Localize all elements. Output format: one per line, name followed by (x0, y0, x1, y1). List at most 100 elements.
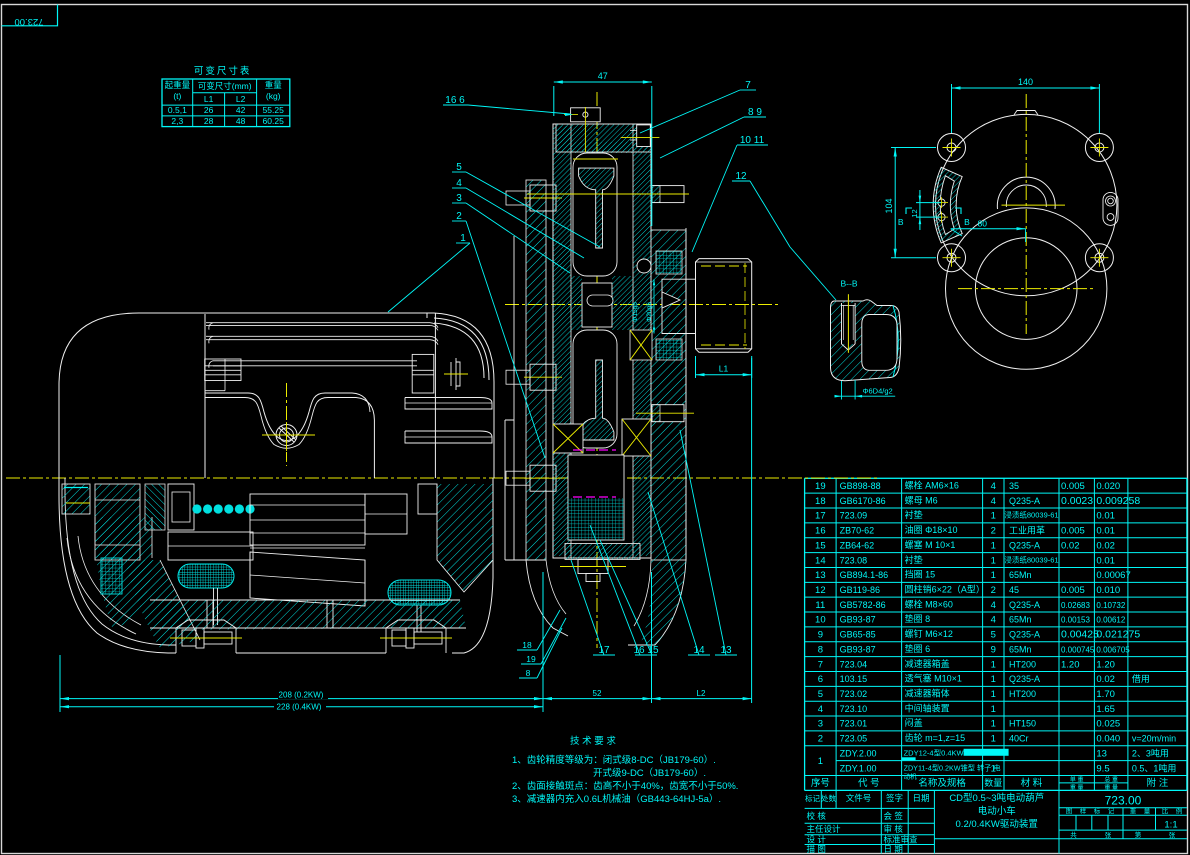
svg-text:19: 19 (526, 654, 536, 664)
svg-text:0.10732: 0.10732 (1096, 601, 1125, 610)
svg-text:可变尺寸(mm): 可变尺寸(mm) (198, 81, 252, 91)
svg-text:量: 量 (1144, 807, 1151, 815)
svg-text:校 核: 校 核 (807, 811, 827, 821)
svg-text:2: 2 (456, 211, 462, 222)
svg-text:16: 16 (815, 526, 826, 537)
svg-text:1: 1 (991, 540, 996, 551)
svg-text:10 11: 10 11 (740, 135, 765, 146)
svg-text:14: 14 (693, 645, 705, 656)
svg-text:723.01: 723.01 (840, 719, 868, 729)
svg-text:1: 1 (991, 719, 996, 730)
svg-text:GB5782-86: GB5782-86 (840, 600, 886, 610)
svg-text:重: 重 (1130, 807, 1137, 815)
svg-text:0.00153: 0.00153 (1061, 616, 1090, 625)
svg-text:设 计: 设 计 (807, 835, 827, 845)
svg-text:GB6170-86: GB6170-86 (840, 496, 886, 506)
svg-text:图: 图 (1066, 807, 1073, 815)
svg-text:723.00: 723.00 (14, 16, 43, 27)
svg-text:8: 8 (818, 644, 823, 655)
svg-text:螺钉 M6×12: 螺钉 M6×12 (905, 629, 953, 639)
svg-text:圆柱销6×22（A型）: 圆柱销6×22（A型） (905, 583, 985, 594)
svg-text:L1: L1 (204, 94, 214, 104)
svg-text:GB894.1-86: GB894.1-86 (840, 570, 889, 580)
svg-text:5: 5 (456, 162, 462, 173)
svg-text:140: 140 (1018, 77, 1033, 87)
svg-text:记: 记 (1108, 807, 1115, 815)
svg-text:0.02: 0.02 (1096, 674, 1115, 685)
svg-text:0.000745: 0.000745 (1061, 645, 1095, 654)
svg-text:第: 第 (1135, 830, 1142, 839)
svg-text:47: 47 (598, 71, 608, 81)
svg-text:1.20: 1.20 (1096, 659, 1115, 670)
svg-text:1: 1 (991, 511, 996, 522)
svg-text:开式级9-DC（JB179-60）.: 开式级9-DC（JB179-60）. (593, 767, 706, 779)
svg-text:4: 4 (991, 496, 996, 507)
svg-text:6: 6 (818, 674, 823, 685)
svg-text:ZDY12-4型0.4KW: ZDY12-4型0.4KW (904, 749, 965, 758)
svg-text:签字: 签字 (886, 793, 903, 803)
svg-text:借用: 借用 (1132, 673, 1150, 684)
svg-text:8: 8 (526, 668, 531, 678)
svg-text:5: 5 (991, 630, 996, 641)
svg-text:HT200: HT200 (1009, 659, 1036, 669)
svg-text:GB65-85: GB65-85 (840, 630, 876, 640)
svg-text:ZB70-62: ZB70-62 (840, 526, 875, 536)
svg-text:208 (0.2KW): 208 (0.2KW) (279, 691, 324, 700)
svg-text:1: 1 (991, 734, 996, 745)
svg-text:2: 2 (991, 526, 996, 537)
svg-text:(t): (t) (173, 91, 181, 101)
svg-text:日 期: 日 期 (884, 844, 903, 854)
svg-text:723.04: 723.04 (840, 659, 868, 669)
svg-text:48: 48 (236, 116, 246, 126)
svg-text:电动小车: 电动小车 (978, 805, 1016, 817)
svg-text:透气塞 M10×1: 透气塞 M10×1 (905, 673, 962, 684)
svg-text:17: 17 (815, 511, 826, 522)
svg-text:723.00: 723.00 (1105, 794, 1142, 808)
svg-text:16 15: 16 15 (633, 645, 658, 656)
svg-text:9: 9 (991, 644, 996, 655)
svg-text:螺母 M6: 螺母 M6 (905, 495, 938, 505)
svg-text:主任设计: 主任设计 (807, 824, 842, 834)
svg-text:15: 15 (815, 540, 826, 551)
svg-text:1.65: 1.65 (1096, 704, 1115, 715)
svg-text:HT200: HT200 (1009, 689, 1036, 699)
svg-text:103.15: 103.15 (840, 674, 868, 684)
svg-text:重量: 重量 (265, 80, 283, 90)
svg-text:浸渍纸80039-61: 浸渍纸80039-61 (1004, 510, 1058, 520)
svg-text:10: 10 (815, 615, 826, 626)
svg-text:垫圈 6: 垫圈 6 (905, 643, 931, 654)
svg-text:12: 12 (735, 171, 747, 182)
svg-text:B--B: B--B (841, 279, 858, 289)
svg-text:3、减速器内充入0.6L机械油（GB443-64HJ-5a）: 3、减速器内充入0.6L机械油（GB443-64HJ-5a）. (512, 793, 721, 805)
svg-text:7: 7 (745, 80, 751, 91)
svg-text:HT150: HT150 (1009, 719, 1036, 729)
svg-text:0.021275: 0.021275 (1096, 629, 1140, 641)
svg-text:油圈 Φ18×10: 油圈 Φ18×10 (905, 524, 958, 535)
svg-text:GB119-86: GB119-86 (840, 585, 880, 595)
svg-text:0.010: 0.010 (1096, 585, 1120, 596)
svg-text:减速器箱体: 减速器箱体 (905, 688, 950, 699)
svg-text:0.005: 0.005 (1061, 526, 1085, 537)
svg-text:B: B (898, 217, 904, 227)
svg-text:张: 张 (1169, 830, 1176, 839)
svg-text:序号: 序号 (811, 777, 830, 789)
svg-text:ZDY.2.00: ZDY.2.00 (840, 748, 877, 758)
svg-text:挡圈 15: 挡圈 15 (905, 569, 936, 580)
svg-text:4: 4 (991, 481, 996, 492)
svg-text:0.020: 0.020 (1096, 481, 1120, 492)
svg-text:L2: L2 (236, 94, 246, 104)
svg-text:35: 35 (1009, 481, 1019, 491)
svg-text:L2: L2 (697, 689, 706, 698)
svg-text:0.005: 0.005 (1061, 585, 1085, 596)
svg-text:材 料: 材 料 (1021, 777, 1043, 789)
svg-text:附 注: 附 注 (1147, 777, 1169, 789)
svg-text:0.005: 0.005 (1061, 481, 1085, 492)
svg-text:0.00425: 0.00425 (1061, 629, 1099, 641)
svg-text:闷盖: 闷盖 (905, 717, 923, 728)
svg-text:中间轴装置: 中间轴装置 (905, 702, 950, 713)
svg-text:1: 1 (991, 555, 996, 566)
svg-text:0.01: 0.01 (1096, 526, 1115, 537)
svg-text:14: 14 (815, 555, 826, 566)
svg-text:处数: 处数 (821, 793, 836, 803)
svg-text:B: B (964, 217, 970, 227)
